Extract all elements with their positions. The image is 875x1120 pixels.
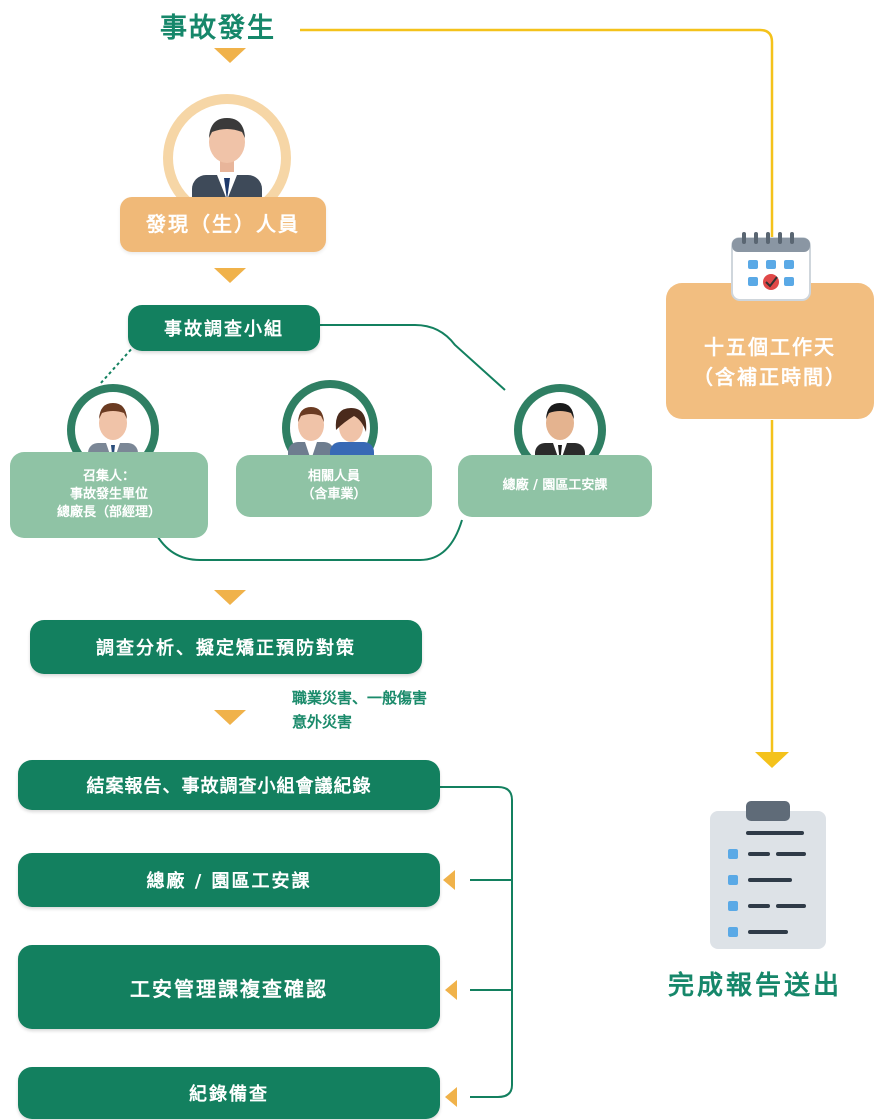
down-arrow-icon [755,752,789,768]
down-arrow-icon [214,268,246,283]
convener-line-3: 總廠長（部經理） [56,505,161,520]
team-link-bottom [154,519,463,561]
deadline-line-1: 十五個工作天 [704,335,836,359]
convener-box: 召集人： 事故發生單位 總廠長（部經理） [10,452,208,538]
related-staff-box: 相關人員 （含車業） [236,455,432,517]
safety-dept-line-1: 總廠 / 園區工安課 [502,478,608,493]
archive-step: 紀錄備查 [18,1067,440,1119]
discoverer-avatar [152,90,302,222]
arrow-left-icon [445,1087,457,1107]
calendar-icon [728,232,814,302]
clipboard-icon [706,795,830,953]
deadline-card: 十五個工作天 （含補正時間） [666,283,874,419]
injury-type-line-2: 意外災害 [292,713,353,731]
down-arrow-icon [214,48,246,63]
arrow-left-icon [445,980,457,1000]
convener-line-1: 召集人： [82,469,135,484]
deadline-connector-top [300,28,774,255]
convener-line-2: 事故發生單位 [69,487,148,502]
injury-type-note: 職業災害、一般傷害 意外災害 [292,686,427,734]
down-arrow-icon [214,590,246,605]
team-link-right [320,324,506,391]
review-step: 工安管理課複查確認 [18,945,440,1029]
investigation-team-label: 事故調查小組 [128,305,320,351]
down-arrow-icon [214,710,246,725]
final-label: 完成報告送出 [668,971,843,1001]
list-bracket [440,786,513,1098]
related-staff-line-2: （含車業） [301,487,367,502]
closing-report-step: 結案報告、事故調查小組會議紀錄 [18,760,440,810]
deadline-line-2: （含補正時間） [693,365,847,389]
related-staff-line-1: 相關人員 [307,469,360,484]
injury-type-line-1: 職業災害、一般傷害 [292,689,428,707]
discoverer-label: 發現（生）人員 [120,197,326,252]
analysis-step: 調查分析、擬定矯正預防對策 [30,620,422,674]
safety-dept-box: 總廠 / 園區工安課 [458,455,652,517]
safety-dept-step: 總廠 / 園區工安課 [18,853,440,907]
start-label: 事故發生 [160,13,276,44]
team-link-left [99,344,136,385]
arrow-left-icon [443,870,455,890]
